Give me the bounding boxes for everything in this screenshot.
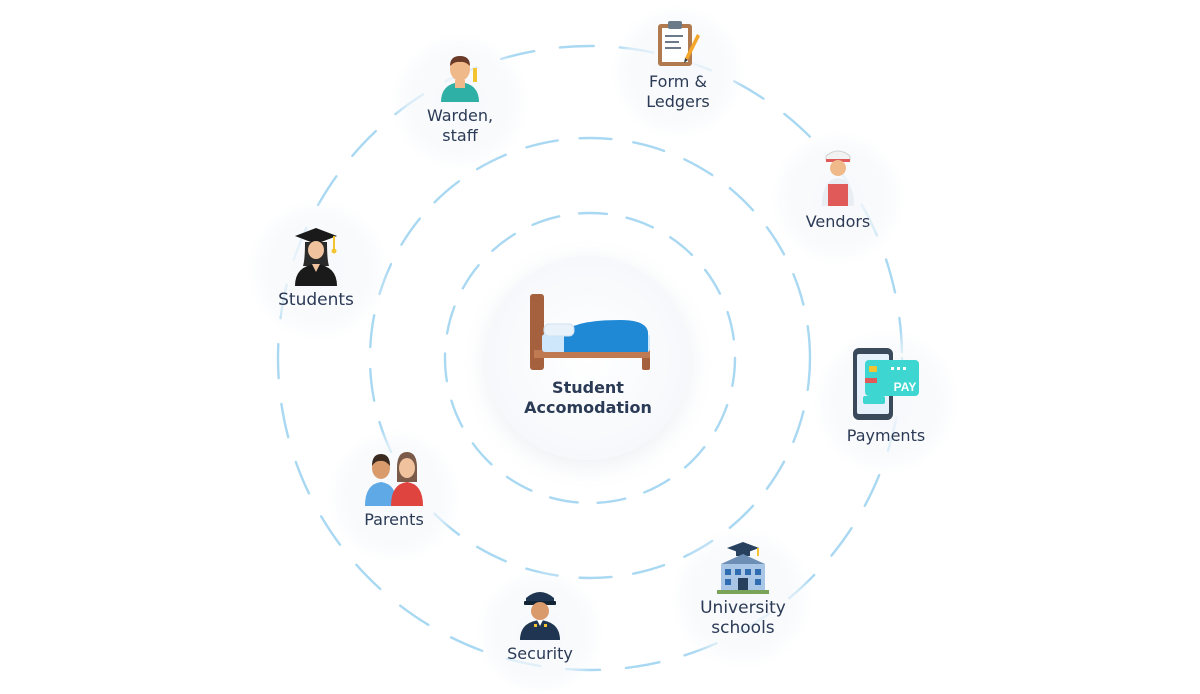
label-university-schools: University schools xyxy=(700,598,786,638)
node-warden-staff: Warden, staff xyxy=(410,52,510,146)
university-icon xyxy=(717,542,769,594)
label-security: Security xyxy=(507,644,573,663)
inner-ring xyxy=(443,211,737,505)
center-node-student-accomodation: Student Accomodation xyxy=(508,292,668,418)
label-students: Students xyxy=(278,290,354,310)
node-students: Students xyxy=(266,226,366,310)
vendor-icon xyxy=(822,150,854,206)
parents-icon xyxy=(365,452,423,506)
node-security: Security xyxy=(490,588,590,664)
warden-icon xyxy=(441,56,479,102)
label-form-ledgers: Form & Ledgers xyxy=(646,72,710,111)
label-payments: Payments xyxy=(846,426,926,445)
label-parents: Parents xyxy=(364,510,424,529)
node-vendors: Vendors xyxy=(788,148,888,232)
pay-badge-text: PAY xyxy=(894,380,917,394)
center-label: Student Accomodation xyxy=(524,378,652,417)
node-form-ledgers: Form & Ledgers xyxy=(628,18,728,112)
phone-payment-icon: PAY xyxy=(853,348,919,420)
label-warden-staff: Warden, staff xyxy=(426,106,494,145)
graduate-icon xyxy=(295,228,337,286)
label-vendors: Vendors xyxy=(805,212,871,231)
clipboard-icon xyxy=(658,21,700,66)
node-parents: Parents xyxy=(344,446,444,530)
middle-ring xyxy=(368,136,812,580)
node-payments: PAY Payments xyxy=(836,346,936,446)
security-guard-icon xyxy=(520,592,560,640)
node-university-schools: University schools xyxy=(688,542,798,638)
bed-icon xyxy=(530,294,650,370)
